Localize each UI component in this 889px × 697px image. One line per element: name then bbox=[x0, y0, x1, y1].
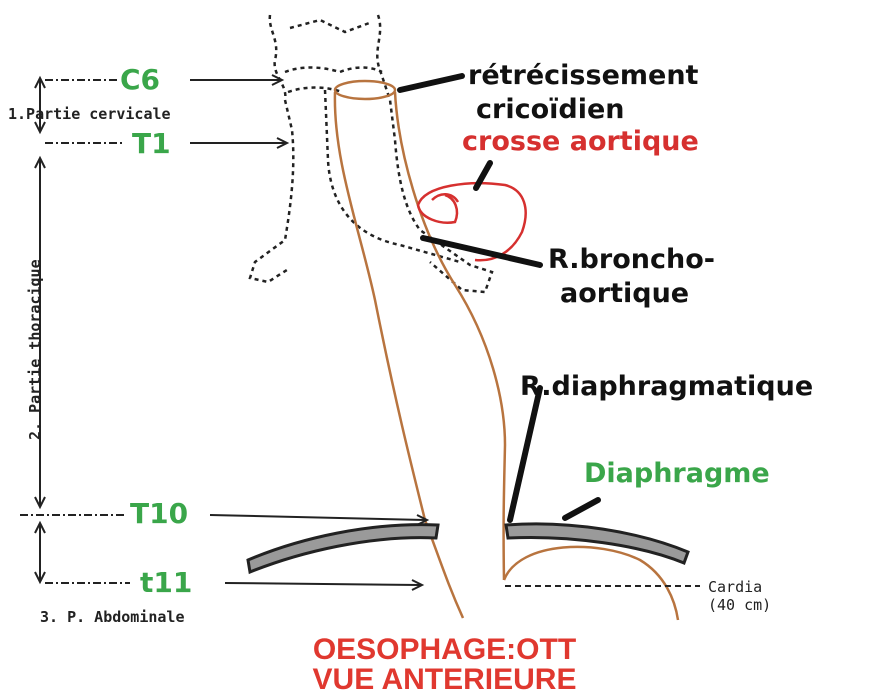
diaphragm-left bbox=[248, 525, 438, 572]
diagram-title-line2: VUE ANTERIEURE bbox=[0, 663, 889, 697]
cardia-label-line1: Cardia bbox=[708, 580, 762, 595]
aortic-arch-label: crosse aortique bbox=[462, 128, 699, 155]
cardia-label-line2: (40 cm) bbox=[708, 598, 771, 613]
broncho-aortic-label-line2: aortique bbox=[560, 280, 689, 307]
diaphragm-label: Diaphragme bbox=[584, 460, 770, 487]
level-t10-label: T10 bbox=[130, 500, 188, 528]
diaphragmatic-label: R.diaphragmatique bbox=[520, 373, 813, 400]
part-thoracic-label: 2. Partie thoracique bbox=[26, 259, 44, 440]
broncho-aortic-label-line1: R.broncho- bbox=[548, 246, 715, 273]
diagram-title-line1: OESOPHAGE:OTT bbox=[0, 633, 889, 667]
diaphragm-right bbox=[506, 524, 688, 563]
part-abdominal-label: 3. P. Abdominale bbox=[40, 610, 185, 625]
cricoid-label-line2: cricoïdien bbox=[476, 96, 625, 123]
level-c6-label: C6 bbox=[120, 66, 160, 94]
level-t1-label: T1 bbox=[132, 130, 171, 158]
part-cervical-label: 1.Partie cervicale bbox=[8, 107, 171, 122]
level-t11-label: t11 bbox=[140, 569, 192, 597]
cricoid-label-line1: rétrécissement bbox=[468, 62, 698, 89]
trachea-outline bbox=[250, 15, 492, 292]
